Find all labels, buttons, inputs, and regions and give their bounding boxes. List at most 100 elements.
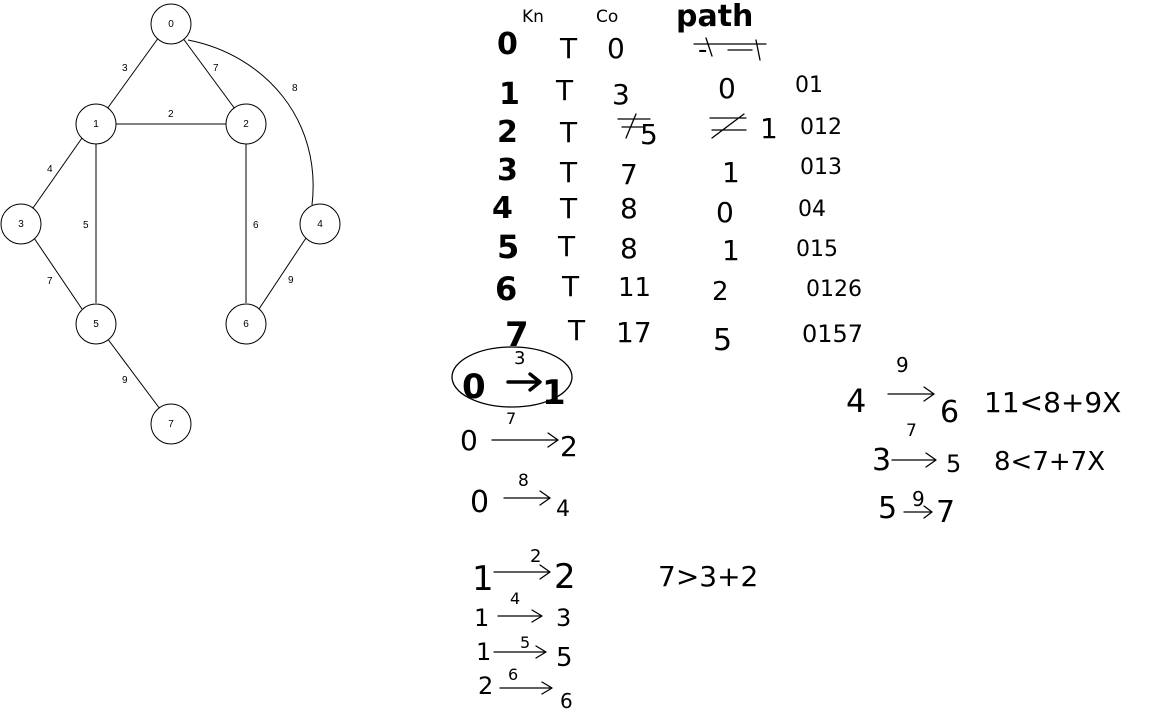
compare-note-1: 7>3+2 xyxy=(658,560,758,593)
relax-4-arrow-icon xyxy=(497,609,543,623)
row-7-vertex: 7 xyxy=(505,315,529,355)
row-1-co: 3 xyxy=(612,78,630,111)
side-1-weight: 7 xyxy=(906,421,917,441)
edge-0-4 xyxy=(187,39,314,206)
row-7-path: 0157 xyxy=(802,320,863,348)
relax-5-from: 1 xyxy=(476,638,491,666)
edge-4-6 xyxy=(258,237,307,310)
side-1-to: 5 xyxy=(946,450,961,478)
side-2-arrow-icon xyxy=(903,505,933,519)
relax-0-to: 1 xyxy=(542,373,566,413)
node-5: 5 xyxy=(75,303,117,345)
row-5-path: 015 xyxy=(796,237,838,262)
side-1-arrow-icon xyxy=(891,452,937,468)
edge-weight-1-3: 4 xyxy=(47,164,53,175)
relax-2-weight: 8 xyxy=(518,471,529,491)
relax-6-to: 6 xyxy=(560,689,573,713)
relax-2-to: 4 xyxy=(556,497,570,522)
edge-weight-0-2: 7 xyxy=(213,63,219,74)
relax-4-weight: 4 xyxy=(510,589,520,608)
row-6-kn: T xyxy=(561,270,580,303)
relax-0-arrow-icon xyxy=(506,372,542,392)
row-0-vertex: 0 xyxy=(497,27,518,62)
relax-1-arrow-icon xyxy=(491,432,559,448)
header-kn: Kn xyxy=(522,7,544,27)
node-6: 6 xyxy=(225,303,267,345)
row-0-prev-scribble xyxy=(693,37,767,61)
row-7-prev: 5 xyxy=(713,323,732,358)
node-2-label: 2 xyxy=(243,119,249,130)
edge-weight-4-6: 9 xyxy=(288,275,294,286)
relax-3-from: 1 xyxy=(472,559,494,599)
row-3-path: 013 xyxy=(800,155,842,180)
relax-2-arrow-icon xyxy=(503,490,551,506)
side-0-to: 6 xyxy=(940,395,959,430)
row-7-kn: T xyxy=(567,314,586,347)
relax-1-to: 2 xyxy=(560,430,578,463)
node-0: 0 xyxy=(150,3,192,45)
graph-diagram: 3 7 8 2 4 5 6 7 9 9 0 1 2 3 4 xyxy=(0,3,341,445)
row-5-co: 8 xyxy=(620,232,638,265)
node-7-label: 7 xyxy=(168,419,174,430)
edge-weight-3-5: 7 xyxy=(47,276,53,287)
side-0-weight: 9 xyxy=(896,353,909,377)
side-2-to: 7 xyxy=(936,495,955,530)
row-3-co: 7 xyxy=(620,158,638,191)
row-7-co: 17 xyxy=(616,316,652,349)
node-3-label: 3 xyxy=(18,219,24,230)
row-5-vertex: 5 xyxy=(497,228,519,266)
relax-3-arrow-icon xyxy=(493,564,551,580)
row-0-co: 0 xyxy=(607,32,625,65)
row-6-prev: 2 xyxy=(712,277,729,307)
edge-0-2 xyxy=(181,36,236,110)
row-3-kn: T xyxy=(559,156,578,189)
side-2-weight: 9 xyxy=(912,487,925,511)
relax-6-from: 2 xyxy=(478,672,493,700)
side-0-from: 4 xyxy=(846,382,866,420)
row-6-path: 0126 xyxy=(806,277,862,302)
edge-5-7 xyxy=(106,337,161,410)
relax-4-from: 1 xyxy=(474,604,489,632)
row-1-vertex: 1 xyxy=(499,77,520,112)
relax-1-from: 0 xyxy=(460,424,478,457)
node-3: 3 xyxy=(0,203,42,245)
edge-weight-2-6: 6 xyxy=(253,220,259,231)
side-1-note: 8<7+7X xyxy=(994,447,1105,477)
relax-5-weight: 5 xyxy=(520,633,530,652)
row-1-kn: T xyxy=(555,74,574,107)
co-scratch-out xyxy=(617,113,651,139)
node-6-label: 6 xyxy=(243,319,249,330)
edge-weight-1-2: 2 xyxy=(168,109,174,120)
relax-1-weight: 7 xyxy=(506,409,516,428)
row-2-path: 012 xyxy=(800,115,842,140)
node-4-label: 4 xyxy=(317,219,323,230)
relax-3-weight: 2 xyxy=(530,546,541,567)
node-4: 4 xyxy=(299,203,341,245)
node-0-label: 0 xyxy=(168,19,174,30)
row-6-co: 11 xyxy=(618,273,651,303)
relax-6-arrow-icon xyxy=(499,681,553,695)
node-1-label: 1 xyxy=(93,119,99,130)
row-0-prev: - xyxy=(698,35,707,65)
side-0-note: 11<8+9X xyxy=(984,386,1121,419)
relax-3-to: 2 xyxy=(554,557,576,597)
relax-6-weight: 6 xyxy=(508,665,518,684)
node-2: 2 xyxy=(225,103,267,145)
relax-2-from: 0 xyxy=(470,485,489,520)
node-5-label: 5 xyxy=(93,319,99,330)
row-2-vertex: 2 xyxy=(497,115,518,150)
row-4-path: 04 xyxy=(798,197,826,222)
row-5-prev: 1 xyxy=(722,234,740,267)
circled-relaxation-highlight xyxy=(451,346,573,408)
edge-3-5 xyxy=(33,237,83,310)
edge-weight-1-5: 5 xyxy=(83,220,89,231)
edge-weight-0-1: 3 xyxy=(122,63,128,74)
row-4-co: 8 xyxy=(620,192,638,225)
row-5-kn: T xyxy=(557,230,576,263)
edge-weight-5-7: 9 xyxy=(122,375,128,386)
row-3-vertex: 3 xyxy=(497,153,518,188)
row-2-kn: T xyxy=(559,116,578,149)
header-co: Co xyxy=(596,7,618,27)
relax-4-to: 3 xyxy=(556,604,571,632)
